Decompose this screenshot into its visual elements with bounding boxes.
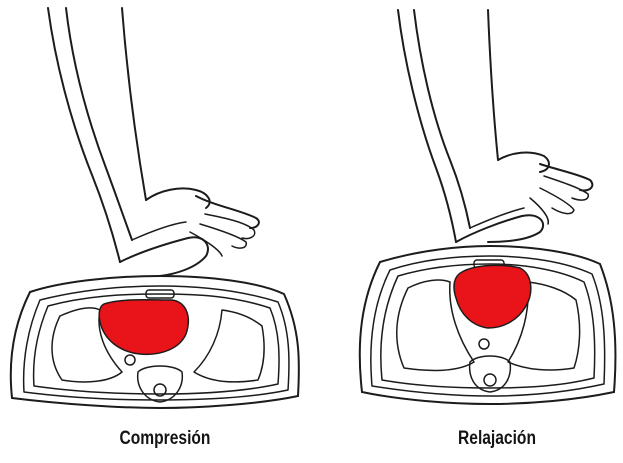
compression-panel (11, 8, 299, 408)
rescuer-arm-right (398, 10, 592, 242)
rescuer-arm-left (48, 8, 259, 276)
chest-cross-section-relaxation (360, 246, 616, 404)
relaxation-panel (360, 10, 616, 404)
chest-cross-section-compression (11, 276, 299, 408)
caption-relaxation: Relajación (411, 428, 583, 450)
caption-compression: Compresión (79, 428, 251, 450)
